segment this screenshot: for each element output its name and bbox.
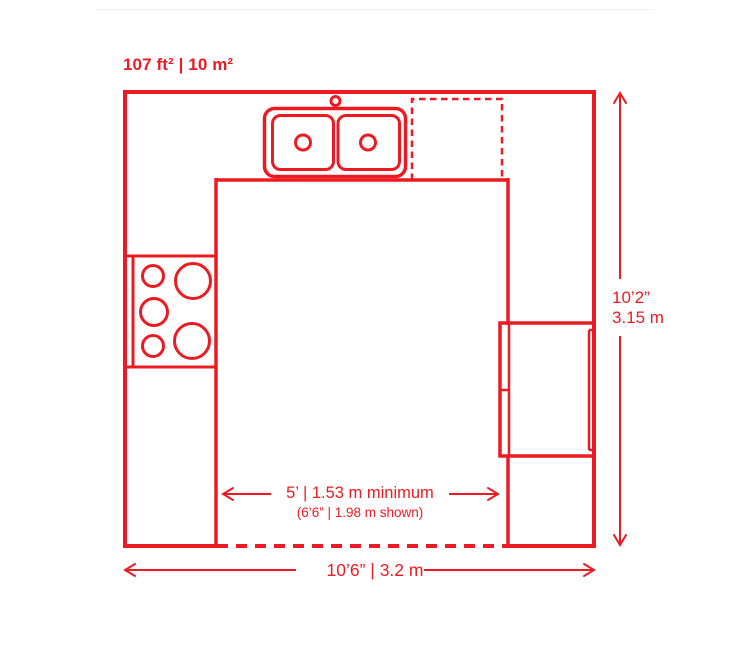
refrigerator xyxy=(498,321,596,458)
refrigerator-back-panel xyxy=(587,328,594,452)
counter-walls xyxy=(123,90,596,548)
page-divider xyxy=(95,9,655,10)
height-dimension-line xyxy=(613,91,627,547)
width-dimension-line xyxy=(123,563,596,577)
kitchen-sink xyxy=(262,95,408,179)
sink-outline xyxy=(262,106,408,179)
arrowhead-left-icon xyxy=(123,563,136,577)
area-label: 107 ft² | 10 m² xyxy=(123,55,234,74)
height-dimension-metric: 3.15 m xyxy=(612,308,664,327)
sink-basin-right xyxy=(336,114,401,171)
height-dimension-label: 10’2” 3.15 m xyxy=(612,288,664,328)
faucet-icon xyxy=(329,95,342,107)
clearance-minimum-label: 5’ | 1.53 m minimum xyxy=(286,484,434,502)
burner-small-top xyxy=(141,264,165,288)
arrowhead-down-icon xyxy=(613,534,627,547)
height-dimension-imperial: 10’2” xyxy=(612,288,650,307)
sink-basin-left xyxy=(271,114,335,171)
width-dimension-label: 10’6” | 3.2 m xyxy=(326,560,424,580)
outer-wall-outline xyxy=(123,90,596,548)
burner-large-bottom xyxy=(173,322,211,360)
inner-counter-edges xyxy=(214,178,510,546)
cooktop xyxy=(125,254,216,369)
arrowhead-up-icon xyxy=(613,91,627,104)
sink-drain-left xyxy=(294,133,312,152)
burner-medium-middle xyxy=(139,297,169,327)
arrowhead-right-icon xyxy=(487,487,500,501)
sink-drain-right xyxy=(359,133,377,152)
arrowhead-left-icon xyxy=(221,487,234,501)
refrigerator-body xyxy=(498,321,596,458)
arrowhead-right-icon xyxy=(583,563,596,577)
dishwasher-dashed-outline xyxy=(410,97,504,180)
cooktop-edges xyxy=(125,254,216,369)
refrigerator-doors xyxy=(500,323,511,456)
burner-small-bottom xyxy=(141,334,165,358)
burner-large-top xyxy=(174,262,212,300)
clearance-shown-label: (6’6” | 1.98 m shown) xyxy=(296,505,424,520)
clearance-dimension-line xyxy=(221,487,500,501)
